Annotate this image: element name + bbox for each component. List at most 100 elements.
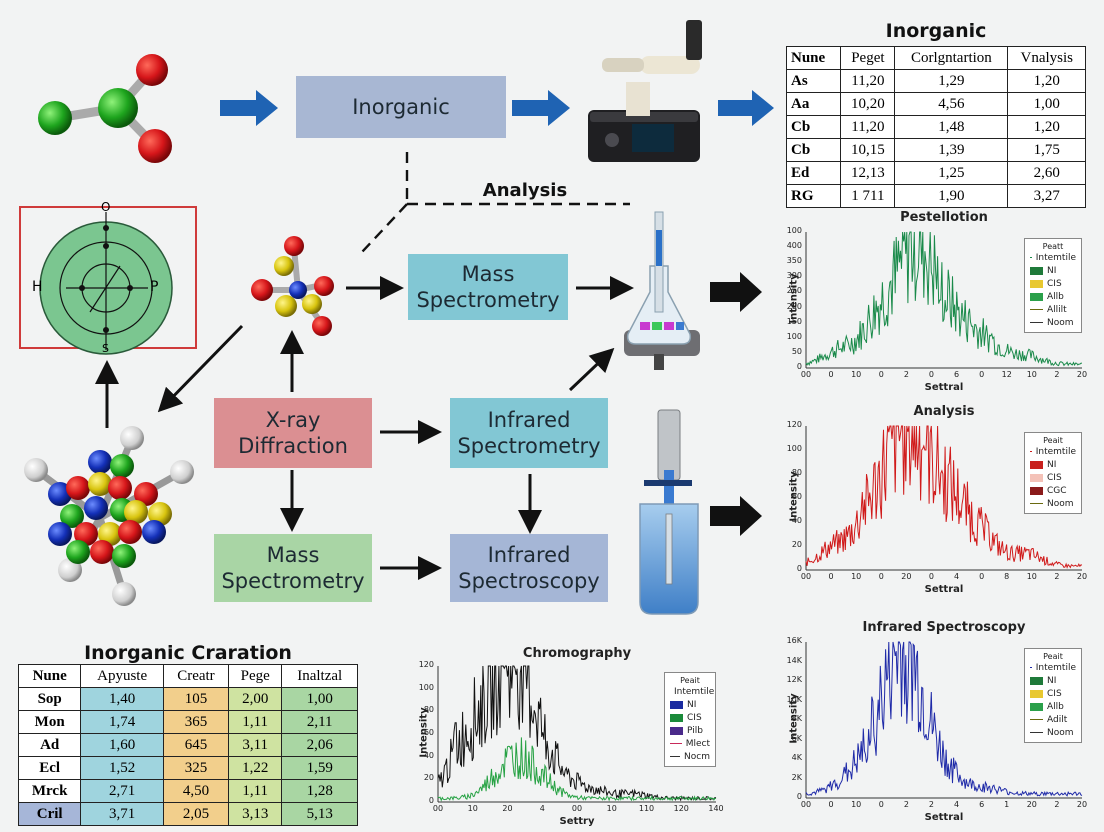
table-cell: Mon [17, 710, 82, 734]
y-tick-label: 200 [786, 301, 802, 311]
legend-item: Pilb [670, 724, 710, 737]
x-tick-label: 120 [673, 804, 689, 813]
y-tick-label: 6K [791, 733, 802, 743]
table-header-cell: Creatr [162, 664, 229, 688]
y-tick-label: 100 [786, 226, 802, 235]
legend-label: CGC [1047, 485, 1067, 496]
table-cell: 1,52 [80, 756, 164, 780]
x-tick-label: 10 [1026, 370, 1037, 379]
box-xray-diffraction[interactable]: X-ray Diffraction [214, 398, 372, 468]
legend-swatch [1030, 503, 1043, 504]
y-tick-label: 0 [796, 564, 802, 573]
x-tick-label: 2 [1054, 370, 1060, 379]
table-cell: 11,20 [840, 69, 896, 93]
series-line [805, 231, 1083, 367]
table-cell: 1,60 [80, 733, 164, 757]
table-cell: 10,20 [840, 92, 896, 116]
lewis-atom-right: P [150, 279, 159, 295]
legend-swatch [1030, 322, 1043, 323]
table-cell: Sop [17, 687, 82, 711]
x-tick-label: 4 [953, 572, 960, 581]
spectrometer-instrument-icon [588, 20, 702, 162]
x-tick-label: 2 [1054, 572, 1060, 581]
table-cell: 1,22 [227, 756, 283, 780]
legend-label: Allilt [1047, 304, 1067, 315]
box-infrared-spectrometry[interactable]: Infrared Spectrometry [450, 398, 608, 468]
legend-swatch [1030, 676, 1043, 685]
table-cell: 5,13 [281, 802, 358, 826]
x-axis-label: Settry [559, 816, 595, 827]
table-cell: Ecl [17, 756, 82, 780]
box-mass-spectrometry-low[interactable]: Mass Spectrometry [214, 534, 372, 602]
y-tick-label: 150 [786, 316, 802, 326]
y-tick-label: 250 [786, 286, 802, 296]
legend-item: Adilt [1030, 713, 1076, 726]
table-cell: 1,74 [80, 710, 164, 734]
table-cell: 10,15 [840, 138, 896, 162]
table-cell: 1,25 [894, 161, 1009, 185]
legend-item: Intemtile [1030, 445, 1076, 458]
chart-title: Analysis [913, 404, 975, 419]
blue-arrow-icon [220, 90, 774, 126]
table-header-cell: Nune [785, 46, 842, 70]
legend-header: Peatt [1042, 242, 1064, 251]
x-tick-label: 110 [638, 804, 655, 813]
box-inorganic[interactable]: Inorganic [296, 76, 506, 138]
legend-label: Nocm [684, 751, 710, 762]
molecule-center-icon [251, 236, 334, 336]
x-tick-label: 0 [878, 572, 884, 581]
series-line [437, 737, 717, 802]
x-tick-label: 10 [1026, 572, 1037, 581]
x-tick-label: 2 [903, 370, 909, 379]
y-tick-label: 0 [428, 796, 434, 805]
table-cell: 2,05 [162, 802, 229, 826]
box-mass-spectrometry-mid[interactable]: Mass Spectrometry [408, 254, 568, 320]
legend-item: NI [670, 698, 710, 711]
legend-label: NI [1047, 265, 1057, 276]
y-tick-label: 80 [791, 468, 802, 477]
legend-label: Intemtile [1035, 446, 1076, 457]
x-tick-label: 00 [571, 804, 583, 813]
legend-header: Peait [680, 676, 700, 685]
y-tick-label: 16K [786, 636, 802, 645]
legend-item: CIS [1030, 471, 1076, 484]
table-cell: 3,13 [227, 802, 283, 826]
legend-item: NI [1030, 264, 1076, 277]
box-infrared-spectroscopy[interactable]: Infrared Spectroscopy [450, 534, 608, 602]
table-cell: 1,75 [1007, 138, 1086, 162]
y-tick-label: 0 [796, 362, 802, 371]
legend-label: Mlect [685, 738, 710, 749]
legend-header: Peait [1043, 652, 1063, 661]
x-tick-label: 1 [1004, 800, 1010, 809]
table-cell: 1 711 [840, 184, 896, 208]
legend-label: Noom [1047, 317, 1074, 328]
molecular-cluster-icon [24, 426, 194, 606]
y-tick-label: 4K [791, 753, 802, 762]
x-axis-label: Settral [924, 584, 964, 595]
table-cell: 1,29 [894, 69, 1009, 93]
x-tick-label: 0 [979, 370, 985, 379]
x-tick-label: 20 [1076, 572, 1088, 581]
legend-swatch [1030, 292, 1043, 301]
thick-arrow-icon [710, 272, 762, 536]
y-tick-label: 60 [423, 728, 434, 737]
y-tick-label: 40 [423, 750, 434, 760]
legend-swatch [1030, 309, 1043, 310]
x-tick-label: 10 [467, 804, 478, 813]
table-header-cell: Vnalysis [1007, 46, 1086, 70]
legend-swatch [1030, 486, 1043, 495]
legend-swatch [670, 726, 683, 735]
legend-item: Intemtile [670, 685, 714, 698]
table-cell: Cril [17, 802, 82, 826]
legend-label: Intemtile [674, 686, 715, 697]
legend-item: Allb [1030, 700, 1076, 713]
x-tick-label: 140 [708, 804, 724, 813]
table-cell: 1,39 [894, 138, 1009, 162]
table-cell: 1,40 [80, 687, 164, 711]
table-cell: 1,28 [281, 779, 358, 803]
legend-item: CGC [1030, 484, 1076, 497]
table-cell: 2,71 [80, 779, 164, 803]
